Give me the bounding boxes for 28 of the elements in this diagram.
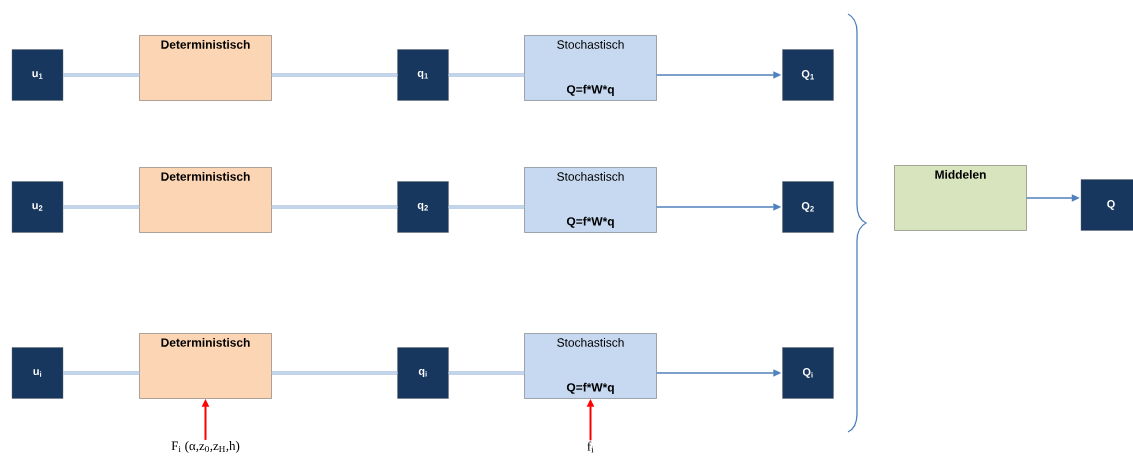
variable-box: u$_{1}$ — [11, 49, 64, 101]
process-box: Middelen — [894, 165, 1027, 231]
process-box: Deterministisch — [139, 167, 272, 233]
variable-box: Q$_{1}$ — [782, 49, 834, 101]
variable-box: Q$_{2}$ — [782, 181, 834, 233]
variable-box: Q$_{i}$ — [782, 347, 834, 399]
connector-line — [62, 371, 141, 375]
process-box: Stochastisch Q=f*W*q — [524, 333, 657, 399]
connector-line — [447, 73, 526, 77]
process-box: Stochastisch Q=f*W*q — [524, 167, 657, 233]
connector-line — [447, 371, 526, 375]
connector-line — [62, 205, 141, 209]
connector-line — [270, 205, 399, 209]
variable-box: q$_{2}$ — [397, 181, 449, 233]
connector-line — [270, 73, 399, 77]
variable-box: u$_{i}$ — [11, 347, 64, 399]
connector-line — [447, 205, 526, 209]
variable-box: Q — [1080, 179, 1133, 231]
variable-box: q$_{1}$ — [397, 49, 449, 101]
input-label: F$_{i}$ (α,z$_{0}$,z$_{H}$,h) — [171, 441, 240, 453]
connector-line — [270, 371, 399, 375]
input-label: f$_{i}$ — [587, 441, 594, 453]
process-box: Stochastisch Q=f*W*q — [524, 35, 657, 101]
variable-box: u$_{2}$ — [11, 181, 64, 233]
variable-box: q$_{i}$ — [397, 347, 449, 399]
process-box: Deterministisch — [139, 333, 272, 399]
connector-line — [62, 73, 141, 77]
process-box: Deterministisch — [139, 35, 272, 101]
